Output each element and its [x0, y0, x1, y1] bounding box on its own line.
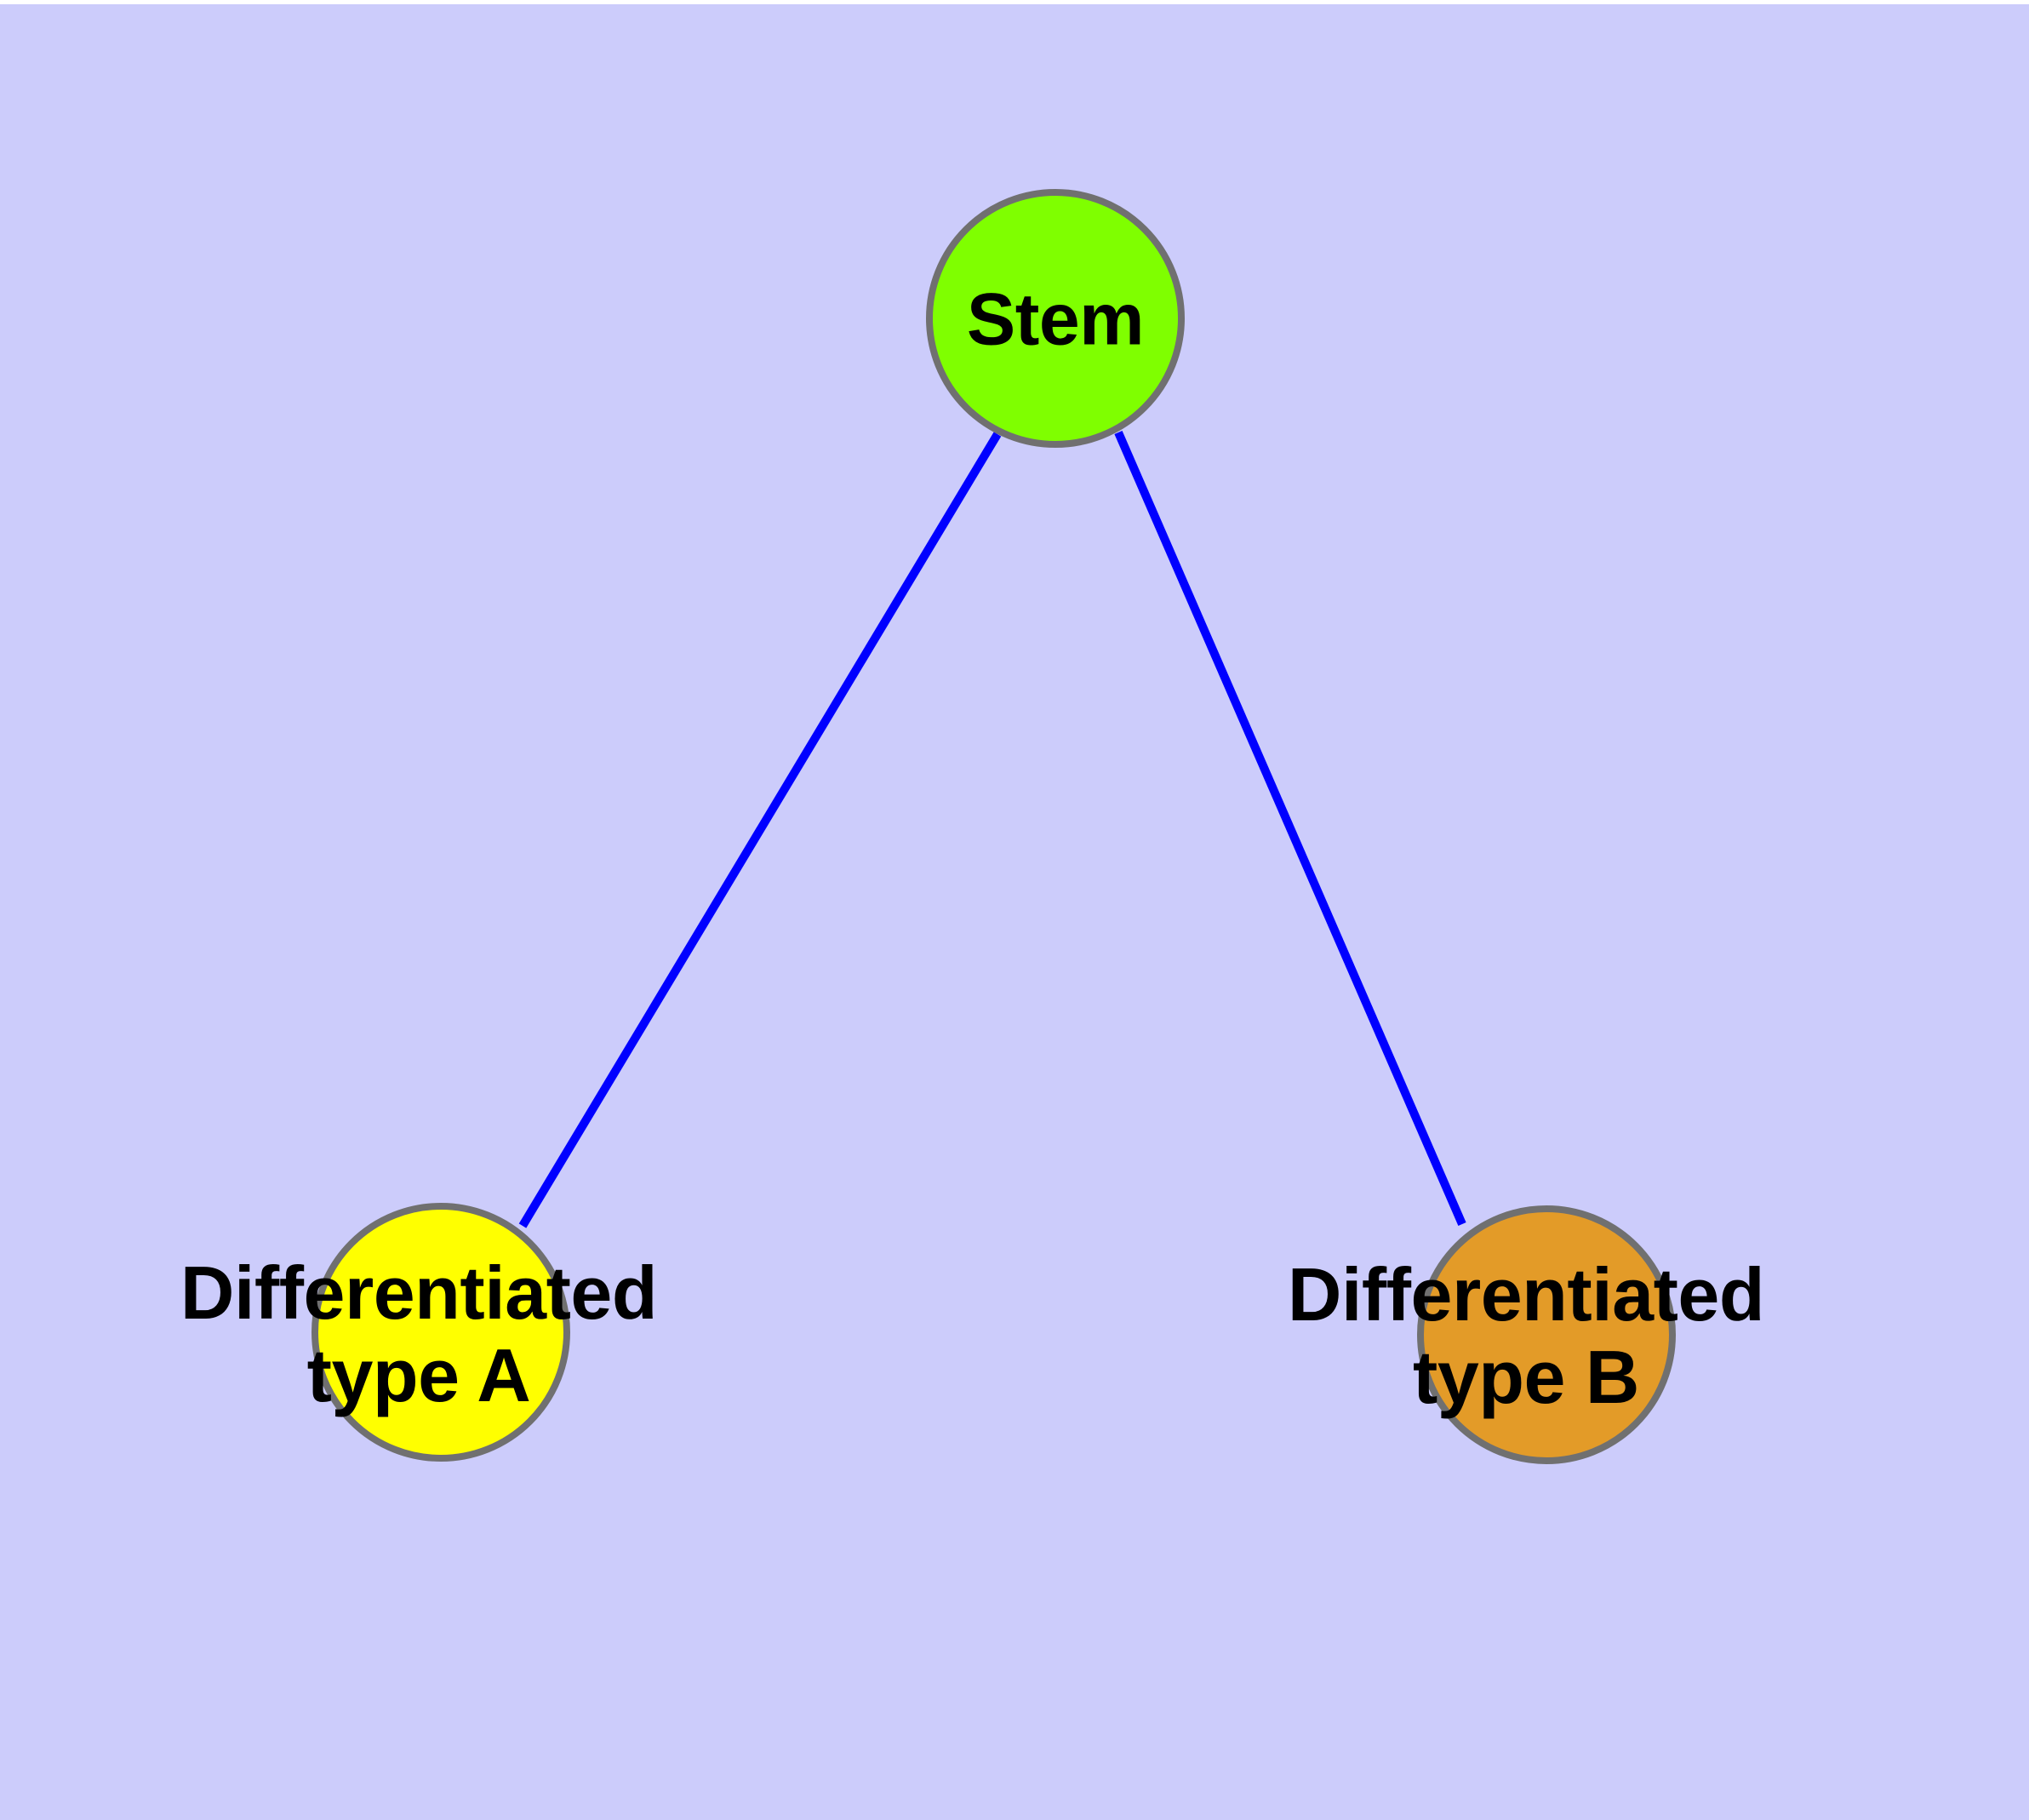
edge-stem-to-differentiated-type-a[interactable]: [518, 432, 1002, 1228]
node-stem[interactable]: [926, 189, 1185, 448]
edge-stem-to-differentiated-type-b[interactable]: [1114, 431, 1466, 1226]
node-differentiated-type-a[interactable]: [311, 1203, 570, 1462]
node-differentiated-type-b[interactable]: [1417, 1205, 1676, 1464]
